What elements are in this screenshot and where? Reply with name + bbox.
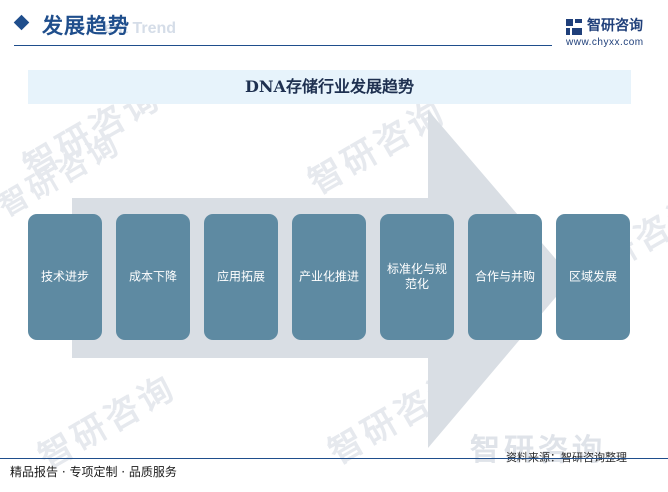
step-label: 标准化与规范化	[386, 262, 447, 291]
source-note: 资料来源：智研咨询整理	[506, 451, 627, 464]
step-label: 产业化推进	[298, 269, 359, 284]
trend-step-tech-progress: 技术进步	[28, 214, 102, 340]
step-label: 成本下降	[128, 269, 177, 284]
trend-step-industrialization: 产业化推进	[292, 214, 366, 340]
diagram-title-banner: DNA存储行业发展趋势	[28, 70, 631, 104]
watermark: 智研咨询	[470, 433, 606, 468]
diagram-title: DNA存储行业发展趋势	[245, 77, 414, 96]
section-title: 发展趋势	[42, 14, 130, 38]
step-label: 应用拓展	[216, 269, 265, 284]
footer-tagline: 精品报告 · 专项定制 · 品质服务	[10, 465, 177, 479]
step-label: 区域发展	[568, 269, 617, 284]
brand-url: www.chyxx.com	[566, 37, 644, 48]
step-label: 合作与并购	[474, 269, 535, 284]
page-header: ent Trend 发展趋势	[0, 0, 668, 56]
trend-step-standardization: 标准化与规范化	[380, 214, 454, 340]
trend-step-cost-reduction: 成本下降	[116, 214, 190, 340]
brand-name: 智研咨询	[587, 18, 643, 34]
trend-step-cooperation-ma: 合作与并购	[468, 214, 542, 340]
brand-logo-icon	[566, 19, 582, 35]
step-label: 技术进步	[40, 269, 89, 284]
footer-divider	[0, 458, 668, 459]
header-ghost-text: ent Trend	[104, 20, 177, 37]
trend-step-regional-development: 区域发展	[556, 214, 630, 340]
trend-step-application-expansion: 应用拓展	[204, 214, 278, 340]
header-divider	[14, 45, 552, 46]
